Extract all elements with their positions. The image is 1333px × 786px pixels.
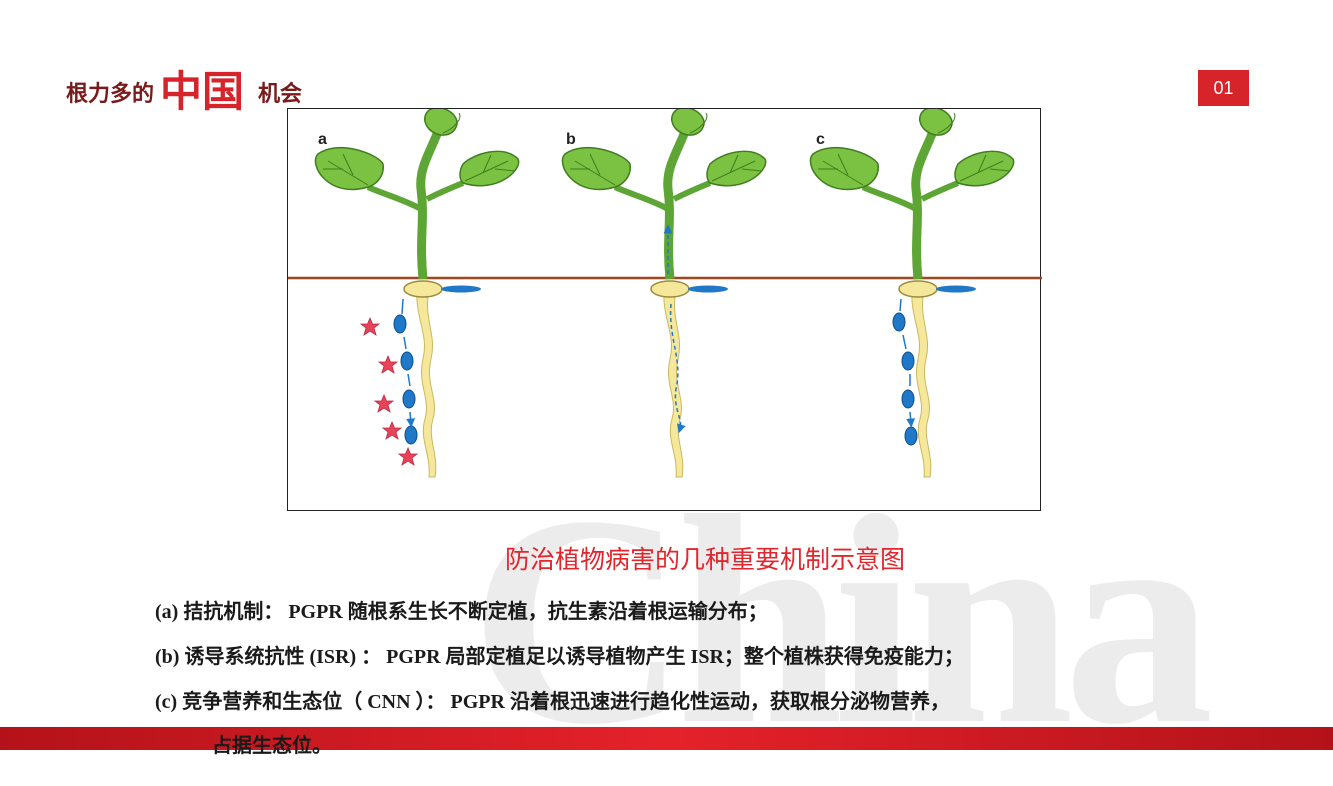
panel-c-plant [810, 109, 1013, 478]
description-c-continued: 占据生态位。 [212, 735, 332, 757]
panel-label-a: a [318, 131, 327, 148]
page-number-badge: 01 [1198, 70, 1249, 106]
panel-b-signal-arrows [663, 224, 686, 434]
logo-text-right: 机会 [258, 82, 303, 107]
description-b: (b) 诱导系统抗性 (ISR) ： PGPR 局部定植足以诱导植物产生 ISR… [155, 646, 964, 668]
mechanism-figure: a b c [287, 108, 1042, 511]
description-a: (a) 拮抗机制： PGPR 随根系生长不断定植，抗生素沿着根运输分布； [155, 601, 768, 623]
panel-a-bacteria [393, 298, 418, 445]
panel-label-c: c [816, 131, 825, 148]
logo-calligraphy-text: 中国 [160, 67, 244, 116]
panel-a-plant [315, 109, 518, 478]
panel-label-b: b [566, 131, 576, 148]
logo-text-left: 根力多的 [66, 82, 155, 107]
figure-caption: 防治植物病害的几种重要机制示意图 [504, 545, 905, 574]
logo-calligraphy-mark: 中国 [158, 60, 254, 124]
bottom-bar [0, 727, 1333, 750]
watermark-text: China [470, 454, 1214, 786]
brand-logo: 根力多的 中国 机会 [66, 62, 302, 122]
panel-c-bacteria [892, 298, 918, 446]
figure-svg: a b c [288, 109, 1042, 478]
description-c: (c) 竞争营养和生态位（ CNN ）： PGPR 沿着根迅速进行趋化性运动，获… [155, 691, 950, 713]
panel-b-plant [562, 109, 765, 478]
